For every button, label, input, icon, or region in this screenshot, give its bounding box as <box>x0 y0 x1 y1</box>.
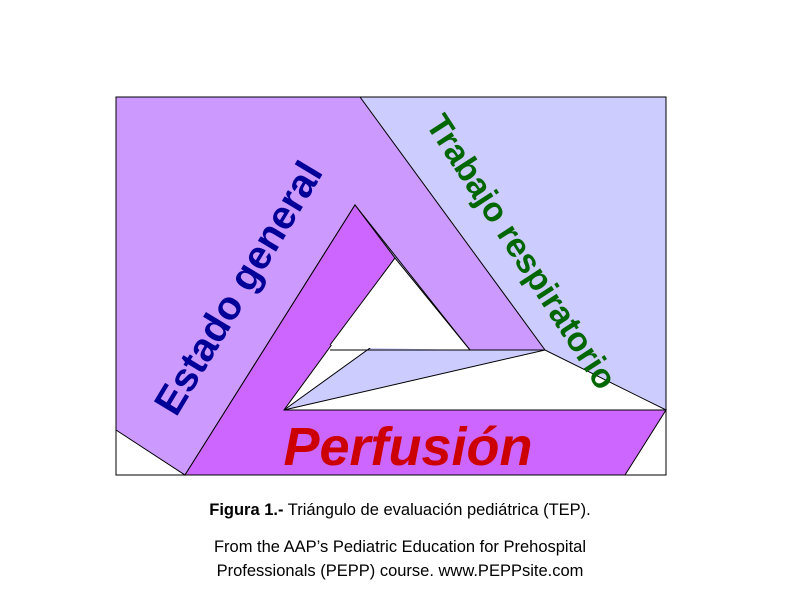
figure-caption-label: Figura 1.- <box>209 501 284 519</box>
hole-edge <box>329 257 472 351</box>
figure-caption-text: Triángulo de evaluación pediátrica (TEP)… <box>283 501 591 519</box>
perfusion-face <box>184 204 667 476</box>
perfusion-label: Perfusión <box>283 417 532 477</box>
credit-line-2: Professionals (PEPP) course. www.PEPPsit… <box>216 562 584 580</box>
figure-caption: Figura 1.- Triángulo de evaluación pediá… <box>0 501 800 520</box>
credit-line-1: From the AAP’s Pediatric Education for P… <box>213 538 587 556</box>
triangle-hole <box>330 258 470 350</box>
